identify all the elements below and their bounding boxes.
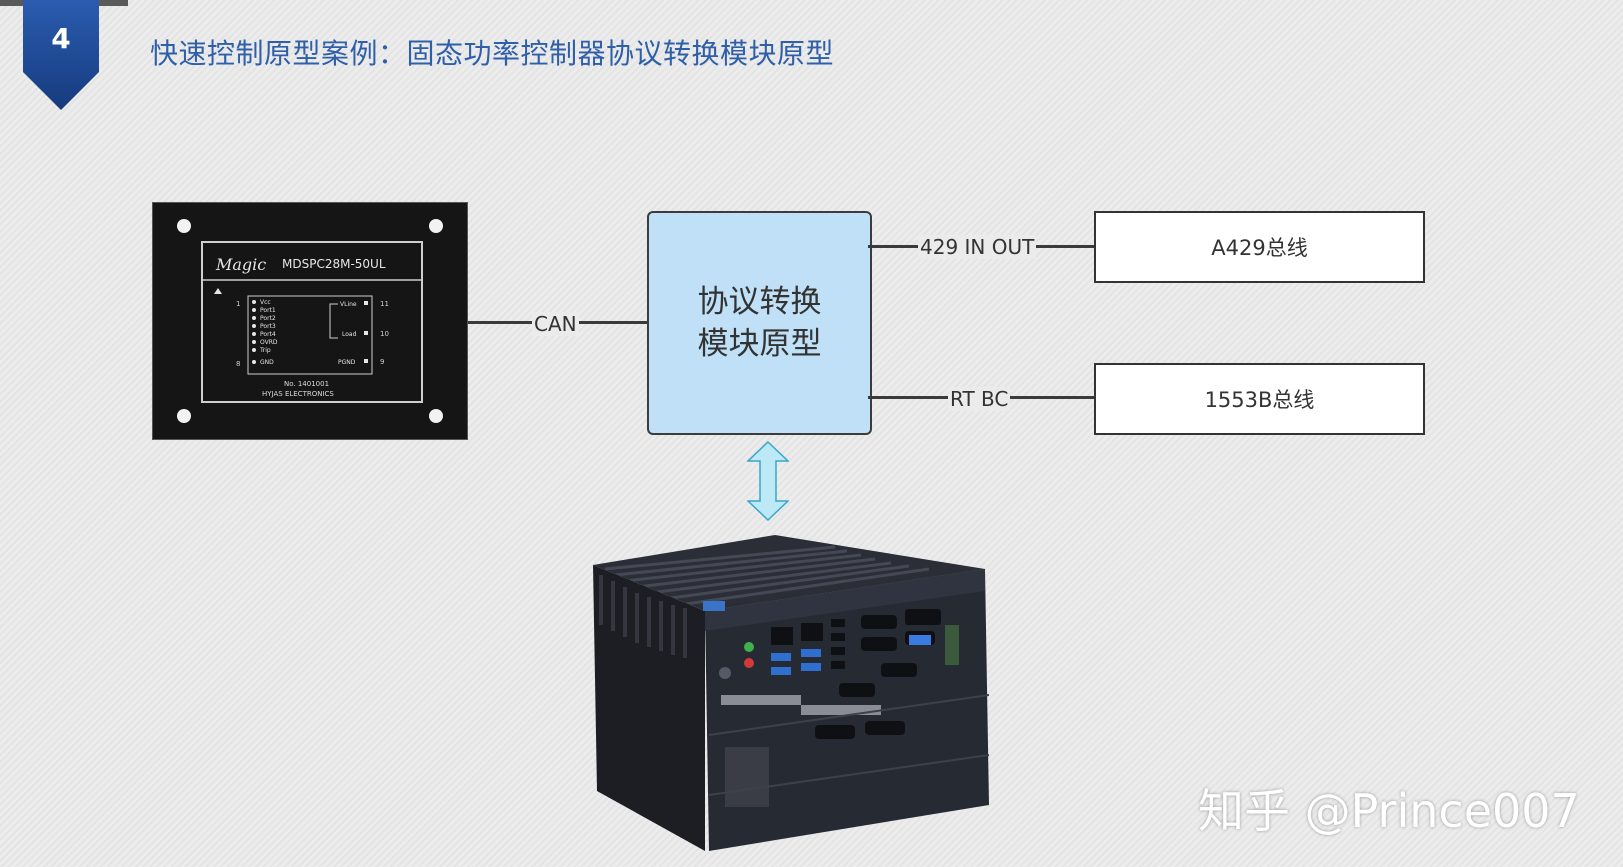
pin-number: 8 [236, 360, 240, 368]
pin-label: Port4 [260, 331, 276, 338]
pin-label: PGND [338, 359, 356, 366]
mount-hole [429, 219, 443, 233]
a429-connection-label: 429 IN OUT [918, 235, 1037, 259]
mount-hole [177, 219, 191, 233]
can-label: CAN [532, 312, 579, 336]
pin-number: 9 [380, 358, 384, 366]
module-logo: Magic [215, 255, 266, 274]
protocol-conversion-prototype-box: 协议转换 模块原型 [647, 211, 872, 435]
module-model: MDSPC28M-50UL [282, 257, 386, 271]
industrial-pc-photo [593, 535, 990, 851]
watermark: 知乎 @Prince007 [1198, 784, 1580, 838]
pin-label: Port3 [260, 323, 276, 330]
pin-label: GND [260, 359, 274, 366]
slide-number: 4 [51, 22, 71, 55]
pin-number: 11 [380, 300, 389, 308]
rtbc-connection-label: RT BC [948, 387, 1011, 411]
module-serial: No. 1401001 [284, 380, 329, 388]
mount-hole [429, 409, 443, 423]
module-maker: HYJAS ELECTRONICS [262, 390, 334, 398]
pin-number: 10 [380, 330, 389, 338]
pin-label: Vcc [260, 299, 271, 306]
slide-title: 快速控制原型案例：固态功率控制器协议转换模块原型 [150, 37, 835, 70]
pin-label: Trip [259, 347, 271, 354]
proto-box-line2: 模块原型 [697, 326, 822, 362]
a429-bus-box: A429总线 [1094, 211, 1425, 283]
pin-label: OVRD [260, 339, 278, 346]
pin-label: VLine [340, 301, 357, 308]
pin-label: Port2 [260, 315, 276, 322]
pin-number: 1 [236, 300, 240, 308]
mount-hole [177, 409, 191, 423]
pin-label: Load [342, 331, 357, 338]
sspc-module-photo: Magic MDSPC28M-50UL 1 8 Vcc Port1 Port2 … [152, 202, 468, 440]
proto-box-line1: 协议转换 [697, 284, 822, 320]
slide-number-badge [23, 0, 99, 110]
pin-label: Port1 [260, 307, 276, 314]
1553b-bus-box: 1553B总线 [1094, 363, 1425, 435]
double-arrow-icon [747, 441, 789, 521]
